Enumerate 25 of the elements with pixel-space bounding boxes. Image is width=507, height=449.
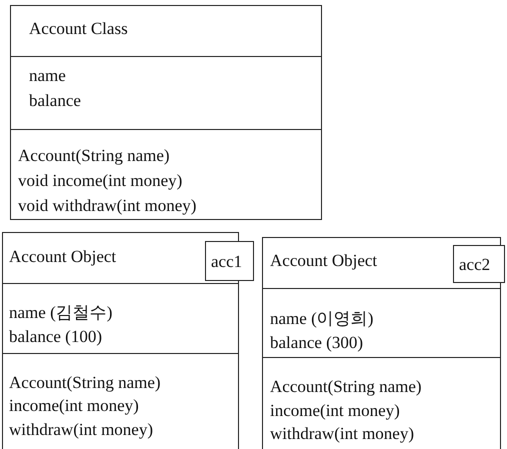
tag-label: acc1	[211, 252, 242, 272]
reference-tag	[205, 241, 254, 281]
reference-tag	[453, 245, 505, 283]
method-text: Account(String name)	[9, 373, 161, 393]
attribute-text: name (김철수)	[9, 303, 112, 323]
box-heading: Account Object	[270, 251, 378, 271]
attribute-text: balance (300)	[270, 333, 363, 353]
box-heading: Account Object	[9, 247, 116, 267]
method-text: void withdraw(int money)	[18, 196, 196, 216]
method-text: income(int money)	[9, 396, 139, 416]
method-text: void income(int money)	[18, 171, 182, 191]
method-text: Account(String name)	[18, 146, 170, 166]
method-text: withdraw(int money)	[270, 424, 414, 444]
method-text: Account(String name)	[270, 377, 422, 397]
method-text: withdraw(int money)	[9, 420, 153, 440]
attribute-text: balance (100)	[9, 327, 102, 347]
class-box	[10, 5, 322, 220]
object-box	[262, 237, 501, 449]
object-box	[2, 232, 239, 449]
attribute-text: name (이영희)	[270, 309, 374, 329]
attribute-text: balance	[29, 91, 81, 111]
tag-label: acc2	[459, 255, 490, 275]
box-heading: Account Class	[29, 19, 128, 39]
attribute-text: name	[29, 66, 66, 86]
method-text: income(int money)	[270, 401, 400, 421]
